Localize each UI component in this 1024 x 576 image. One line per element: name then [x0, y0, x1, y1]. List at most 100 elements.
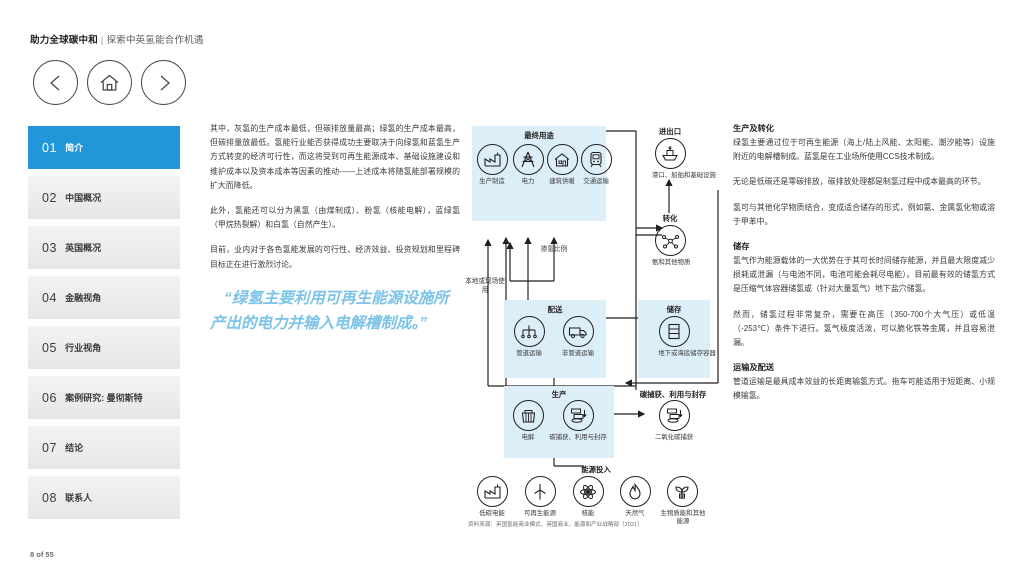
section-heading: 运输及配送 — [733, 363, 774, 373]
paragraph: 无论是低碳还是零碳排放，碳排放处理都是制氢过程中成本最高的环节。 — [733, 177, 986, 187]
node-electricity: 电力 — [511, 144, 545, 186]
diagram-source: 资料来源：英国氢能商业模式、英国商业、能源和产业战略部（2021） — [468, 522, 643, 528]
storage-tank-icon — [658, 316, 690, 347]
header-subtitle: 探索中英氢能合作机遇 — [106, 35, 204, 46]
sidebar-item-2[interactable]: 02 中国概况 — [28, 176, 180, 219]
node-label: 港口、船舶和基础设施 — [652, 172, 716, 179]
production-title: 生产 — [551, 390, 567, 399]
sidebar-item-8[interactable]: 08 联系人 — [28, 476, 180, 519]
electrolyser-icon — [512, 400, 544, 431]
conversion-title: 转化 — [662, 214, 678, 223]
node-biomass: 生物质能和其他能源 — [660, 476, 706, 527]
blend-ratio-label: 掺氢比例 — [540, 246, 568, 253]
power-pylon-icon — [512, 144, 544, 175]
node-low-carbon-power: 低碳电能 — [472, 476, 512, 518]
node-natural-gas: 天然气 — [618, 476, 652, 518]
sidebar-item-1[interactable]: 01 简介 — [28, 126, 180, 169]
sidebar-item-number: 04 — [42, 290, 58, 305]
sidebar-item-5[interactable]: 05 行业视角 — [28, 326, 180, 369]
molecule-icon — [654, 225, 686, 256]
pipeline-icon — [513, 316, 545, 347]
node-label: 地下或海底储存容器 — [658, 350, 716, 357]
sidebar-item-number: 02 — [42, 190, 58, 205]
node-co2-capture: 二氧化碳捕获 — [654, 400, 694, 442]
node-label: 电力 — [521, 178, 535, 185]
distribution-title: 配送 — [547, 305, 563, 314]
node-ammonia: 氨和其他物质 — [652, 225, 691, 267]
low-carbon-power-icon — [476, 476, 508, 507]
node-label: 天然气 — [625, 510, 645, 517]
sidebar-nav: 01 简介 02 中国概况 03 英国概况 04 金融视角 05 行业视角 06… — [28, 126, 180, 526]
prev-button[interactable] — [33, 60, 78, 105]
sidebar-item-6[interactable]: 06 案例研究: 曼彻斯特 — [28, 376, 180, 419]
node-pipeline: 管道运输 — [510, 316, 548, 358]
sidebar-item-label: 联系人 — [65, 493, 93, 503]
node-renewables: 可再生能源 — [518, 476, 562, 518]
sidebar-item-label: 英国概况 — [65, 243, 102, 253]
sidebar-item-label: 简介 — [65, 143, 84, 153]
import-export-title: 进出口 — [658, 127, 682, 136]
paragraph: 然而，储氢过程非常复杂，需要在高压（350-700个大气压）或低温（-253℃）… — [733, 309, 995, 348]
wind-turbine-icon — [524, 476, 556, 507]
biomass-icon — [666, 476, 698, 507]
energy-input-title: 能源投入 — [581, 465, 611, 474]
ship-icon — [654, 138, 686, 169]
house-icon — [546, 144, 578, 175]
sidebar-item-label: 金融视角 — [65, 293, 102, 303]
next-arrow-icon — [156, 74, 172, 92]
sidebar-item-label: 行业视角 — [65, 343, 102, 353]
local-use-label: 本地或现场使用 — [465, 278, 505, 294]
section-heading: 生产及转化 — [733, 124, 774, 133]
paragraph: 绿氢主要通过位于可再生能源（海上/陆上风能、太阳能、潮汐能等）设施附近的电解槽制… — [733, 138, 995, 162]
paragraph: 氢可与其他化学物质结合，变成适合储存的形式，例如氨、金属氢化物或溶于甲苯中。 — [733, 202, 995, 226]
storage-title: 储存 — [666, 305, 682, 314]
node-ports-ships: 港口、船舶和基础设施 — [652, 138, 716, 180]
node-label: 生产制造 — [479, 178, 505, 185]
node-label: 电解 — [521, 434, 535, 441]
node-production-ccus: 碳捕获、利用与封存 — [546, 400, 610, 442]
node-label: 低碳电能 — [479, 510, 505, 517]
paragraph: 目前，业内对于各色氢能发展的可行性、经济效益、投资规划和里程碑目标正在进行激烈讨… — [210, 245, 460, 269]
node-building-heating: 建筑供暖 — [544, 144, 580, 186]
prev-arrow-icon — [48, 74, 64, 92]
nuclear-icon — [572, 476, 604, 507]
node-electrolysis: 电解 — [512, 400, 544, 442]
node-label: 可再生能源 — [524, 510, 556, 517]
node-nuclear: 核能 — [570, 476, 606, 518]
sidebar-item-number: 03 — [42, 240, 58, 255]
sidebar-item-number: 06 — [42, 390, 58, 405]
pull-quote: “绿氢主要利用可再生能源设施所产出的电力并输入电解槽制成。” — [210, 289, 449, 332]
node-label: 碳捕获、利用与封存 — [549, 434, 607, 441]
node-storage-vessel: 地下或海底储存容器 — [656, 316, 716, 358]
co2-capture-icon — [658, 400, 690, 431]
node-label: 氨和其他物质 — [652, 259, 691, 266]
node-transport: 交通运输 — [578, 144, 614, 186]
header-title: 助力全球碳中和 — [30, 35, 98, 46]
sidebar-item-3[interactable]: 03 英国概况 — [28, 226, 180, 269]
truck-icon — [562, 316, 594, 347]
left-text-column: 其中，灰氢的生产成本最低，但碳排放量最高；绿氢的生产成本最高，但碳排量放最低。氢… — [210, 122, 460, 336]
sidebar-item-4[interactable]: 04 金融视角 — [28, 276, 180, 319]
end-use-title: 最终用途 — [524, 131, 554, 140]
sidebar-item-7[interactable]: 07 结论 — [28, 426, 180, 469]
sidebar-item-number: 05 — [42, 340, 58, 355]
ccus-title: 碳捕获、利用与封存 — [639, 390, 707, 399]
node-label: 核能 — [581, 510, 595, 517]
header: 助力全球碳中和|探索中英氢能合作机遇 — [30, 32, 204, 46]
sidebar-item-label: 结论 — [65, 443, 84, 453]
nav-buttons — [33, 60, 186, 105]
paragraph: 氢气作为能源载体的一大优势在于其可长时间储存能源，并且最大限度减少损耗或泄漏（与… — [733, 256, 995, 294]
node-label: 生物质能和其他能源 — [660, 510, 706, 526]
home-button[interactable] — [87, 60, 132, 105]
hydrogen-value-chain-diagram: 最终用途 生产制造 电力 — [465, 118, 728, 558]
factory-icon — [476, 144, 508, 175]
node-label: 非管道运输 — [562, 350, 594, 357]
next-button[interactable] — [141, 60, 186, 105]
node-label: 交通运输 — [583, 178, 609, 185]
paragraph: 此外，氢能还可以分为黑氢（由煤制成）、粉氢（核能电解），蓝绿氢（甲烷热裂解）和白… — [210, 206, 460, 230]
home-icon — [99, 73, 120, 93]
train-icon — [580, 144, 612, 175]
page-number: 8 of 55 — [30, 550, 54, 559]
sidebar-item-number: 08 — [42, 490, 58, 505]
right-text-column: 生产及转化 绿氢主要通过位于可再生能源（海上/陆上风能、太阳能、潮汐能等）设施附… — [733, 122, 995, 415]
